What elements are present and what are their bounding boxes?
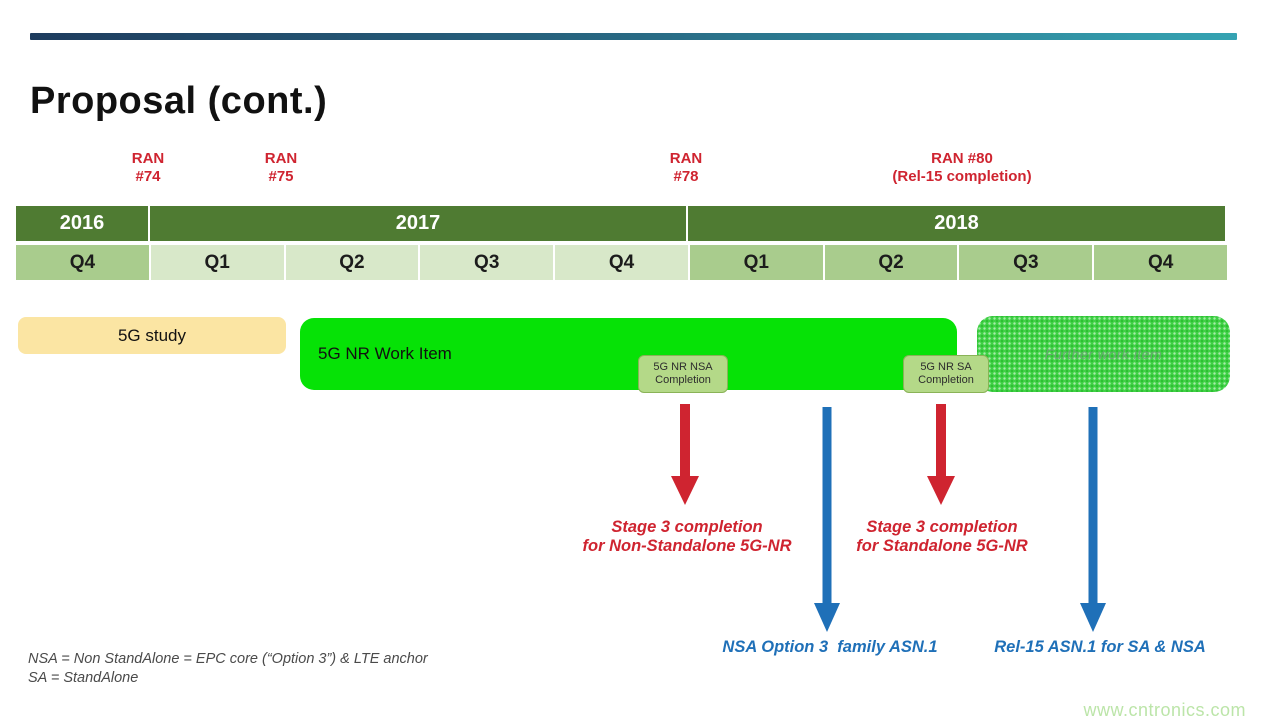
milestone-sa-line1: 5G NR SA xyxy=(920,361,972,373)
down-arrow-blue-nsa-asn1-icon xyxy=(814,407,840,632)
ran74-meeting-label: RAN #74 xyxy=(132,150,165,186)
ran75-line2: #75 xyxy=(268,168,294,185)
annotation-stage3-sa-line2: for Standalone 5G-NR xyxy=(856,537,1028,555)
quarter-cell-2017-q4: Q4 xyxy=(555,245,688,280)
annotation-nsa-asn1: NSA Option 3 family ASN.1 xyxy=(722,638,938,656)
milestone-5g-nr-sa-completion: 5G NR SA Completion xyxy=(903,355,989,393)
ran80-line1: RAN #80 xyxy=(931,150,993,167)
milestone-sa-line2: Completion xyxy=(918,374,974,386)
down-arrow-red-nsa-icon xyxy=(671,404,699,505)
gantt-bar-5g-nr-work-item-label: 5G NR Work Item xyxy=(318,344,452,363)
footnotes: NSA = Non StandAlone = EPC core (“Option… xyxy=(28,650,428,687)
gantt-bar-further-work-item: Further work item xyxy=(977,316,1230,392)
timeline-quarter-row: Q4 Q1 Q2 Q3 Q4 Q1 Q2 Q3 Q4 xyxy=(16,245,1228,280)
footnote-nsa-definition: NSA = Non StandAlone = EPC core (“Option… xyxy=(28,651,428,667)
annotation-stage3-sa: Stage 3 completion for Standalone 5G-NR xyxy=(856,518,1027,556)
annotation-stage3-sa-line1: Stage 3 completion xyxy=(866,518,1018,536)
header-accent-rule xyxy=(30,33,1237,40)
quarter-cell-2017-q1: Q1 xyxy=(150,245,284,280)
annotation-stage3-nsa-line1: Stage 3 completion xyxy=(611,518,763,536)
quarter-cell-2018-q4: Q4 xyxy=(1094,245,1228,280)
annotation-stage3-nsa: Stage 3 completion for Non-Standalone 5G… xyxy=(583,518,792,556)
year-cell-2018: 2018 xyxy=(688,206,1225,241)
milestone-5g-nr-nsa-completion: 5G NR NSA Completion xyxy=(638,355,728,393)
timeline-year-row: 2016 2017 2018 xyxy=(16,206,1227,241)
ran75-line1: RAN xyxy=(264,150,298,167)
milestone-nsa-line1: 5G NR NSA xyxy=(653,361,713,373)
ran80-meeting-label: RAN #80 (Rel-15 completion) xyxy=(892,150,1031,186)
quarter-cell-2017-q3: Q3 xyxy=(420,245,554,280)
quarter-cell-2018-q2: Q2 xyxy=(824,245,958,280)
gantt-bar-5g-nr-work-item: 5G NR Work Item xyxy=(300,318,957,390)
year-cell-2017: 2017 xyxy=(150,206,686,241)
gantt-bar-further-work-item-label: Further work item xyxy=(1044,346,1163,362)
ran80-line2: (Rel-15 completion) xyxy=(892,168,1032,185)
ran75-meeting-label: RAN #75 xyxy=(265,150,298,186)
gantt-bar-5g-study: 5G study xyxy=(18,317,286,354)
quarter-cell-2018-q3: Q3 xyxy=(959,245,1093,280)
year-cell-2016: 2016 xyxy=(16,206,148,241)
footnote-sa-definition: SA = StandAlone xyxy=(28,669,139,686)
quarter-cell-2017-q2: Q2 xyxy=(285,245,419,280)
ran78-line2: #78 xyxy=(673,168,699,185)
down-arrow-red-sa-icon xyxy=(927,404,955,505)
watermark-url: www.cntronics.com xyxy=(1083,700,1246,720)
quarter-cell-2016-q4: Q4 xyxy=(16,245,149,280)
page-title: Proposal (cont.) xyxy=(30,80,328,122)
ran74-line2: #74 xyxy=(135,168,161,185)
gantt-bar-5g-study-label: 5G study xyxy=(117,325,187,345)
ran74-line1: RAN xyxy=(131,150,165,167)
ran78-line1: RAN xyxy=(669,150,703,167)
annotation-rel15-asn1: Rel-15 ASN.1 for SA & NSA xyxy=(994,638,1206,656)
ran78-meeting-label: RAN #78 xyxy=(670,150,703,186)
down-arrow-blue-rel15-asn1-icon xyxy=(1080,407,1106,632)
annotation-stage3-nsa-line2: for Non-Standalone 5G-NR xyxy=(582,537,792,555)
milestone-nsa-line2: Completion xyxy=(655,374,711,386)
quarter-cell-2018-q1: Q1 xyxy=(689,245,823,280)
